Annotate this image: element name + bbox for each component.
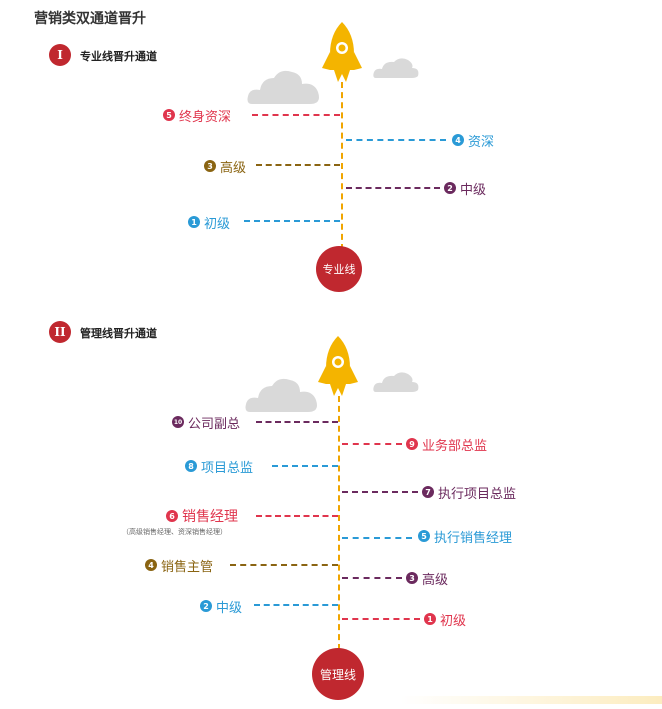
level-label: 高级 — [422, 572, 449, 588]
cloud-icon — [373, 372, 419, 392]
base-circle-professional: 专业线 — [316, 246, 362, 292]
level-item: 2 中级 — [444, 179, 487, 198]
level-number-badge: 1 — [188, 216, 200, 228]
level-number-badge: 1 — [424, 613, 436, 625]
rocket-icon — [318, 336, 358, 396]
level-item: 10 公司副总 — [172, 413, 241, 432]
rocket-icon — [322, 22, 362, 82]
level-item: 5 终身资深 — [163, 106, 232, 125]
level-number-badge: 6 — [166, 510, 178, 522]
connector-line — [346, 139, 446, 141]
level-number-badge: 7 — [422, 486, 434, 498]
axis-line — [338, 396, 340, 650]
level-number-badge: 10 — [172, 416, 184, 428]
page-title: 营销类双通道晋升 — [34, 11, 146, 27]
level-item: 2 中级 — [200, 597, 243, 616]
level-label: 公司副总 — [188, 416, 241, 432]
level-number-badge: 5 — [163, 109, 175, 121]
cloud-icon — [373, 58, 419, 78]
connector-line — [342, 577, 402, 579]
cloud-icon — [247, 70, 319, 104]
level-note: （高级销售经理、资深销售经理） — [122, 528, 227, 536]
axis-line — [341, 82, 343, 250]
level-label: 初级 — [204, 216, 231, 232]
connector-line — [244, 220, 340, 222]
level-label: 中级 — [216, 600, 243, 616]
connector-line — [256, 421, 338, 423]
connector-line — [342, 491, 418, 493]
connector-line — [342, 443, 402, 445]
connector-line — [230, 564, 338, 566]
cloud-icon — [245, 378, 317, 412]
section-1-badge: I — [49, 44, 71, 66]
level-item: 3 高级 — [204, 157, 247, 176]
level-item: 1 初级 — [424, 610, 467, 629]
section-1-label: 专业线晋升通道 — [80, 50, 157, 63]
level-item: 7 执行项目总监 — [422, 483, 517, 502]
level-number-badge: 2 — [200, 600, 212, 612]
level-label: 中级 — [460, 182, 487, 198]
base-circle-management: 管理线 — [312, 648, 364, 700]
level-number-badge: 4 — [145, 559, 157, 571]
level-item: 4 资深 — [452, 131, 495, 150]
level-number-badge: 2 — [444, 182, 456, 194]
section-2-badge: II — [49, 321, 71, 343]
level-number-badge: 4 — [452, 134, 464, 146]
level-label: 销售主管 — [161, 559, 214, 575]
section-2-label: 管理线晋升通道 — [80, 327, 157, 340]
level-number-badge: 5 — [418, 530, 430, 542]
connector-line — [346, 187, 440, 189]
level-item: 3 高级 — [406, 569, 449, 588]
level-item: 9 业务部总监 — [406, 435, 488, 454]
decorative-band — [400, 696, 662, 704]
connector-line — [254, 604, 338, 606]
level-item: 8 项目总监 — [185, 457, 254, 476]
level-label: 资深 — [468, 134, 495, 150]
connector-line — [342, 618, 420, 620]
level-number-badge: 3 — [406, 572, 418, 584]
level-label: 初级 — [440, 613, 467, 629]
level-item: 1 初级 — [188, 213, 231, 232]
level-number-badge: 8 — [185, 460, 197, 472]
level-label: 销售经理 — [182, 509, 238, 525]
level-label: 终身资深 — [179, 109, 232, 125]
connector-line — [342, 537, 412, 539]
level-label: 项目总监 — [201, 460, 254, 476]
level-label: 业务部总监 — [422, 438, 488, 454]
connector-line — [256, 164, 340, 166]
connector-line — [256, 515, 338, 517]
level-item: 5 执行销售经理 — [418, 527, 513, 546]
level-number-badge: 9 — [406, 438, 418, 450]
level-label: 执行销售经理 — [434, 530, 513, 546]
level-label: 高级 — [220, 160, 247, 176]
level-item: 4 销售主管 — [145, 556, 214, 575]
connector-line — [272, 465, 338, 467]
level-label: 执行项目总监 — [438, 486, 517, 502]
level-item: 6 销售经理 — [166, 507, 238, 525]
connector-line — [252, 114, 340, 116]
level-number-badge: 3 — [204, 160, 216, 172]
